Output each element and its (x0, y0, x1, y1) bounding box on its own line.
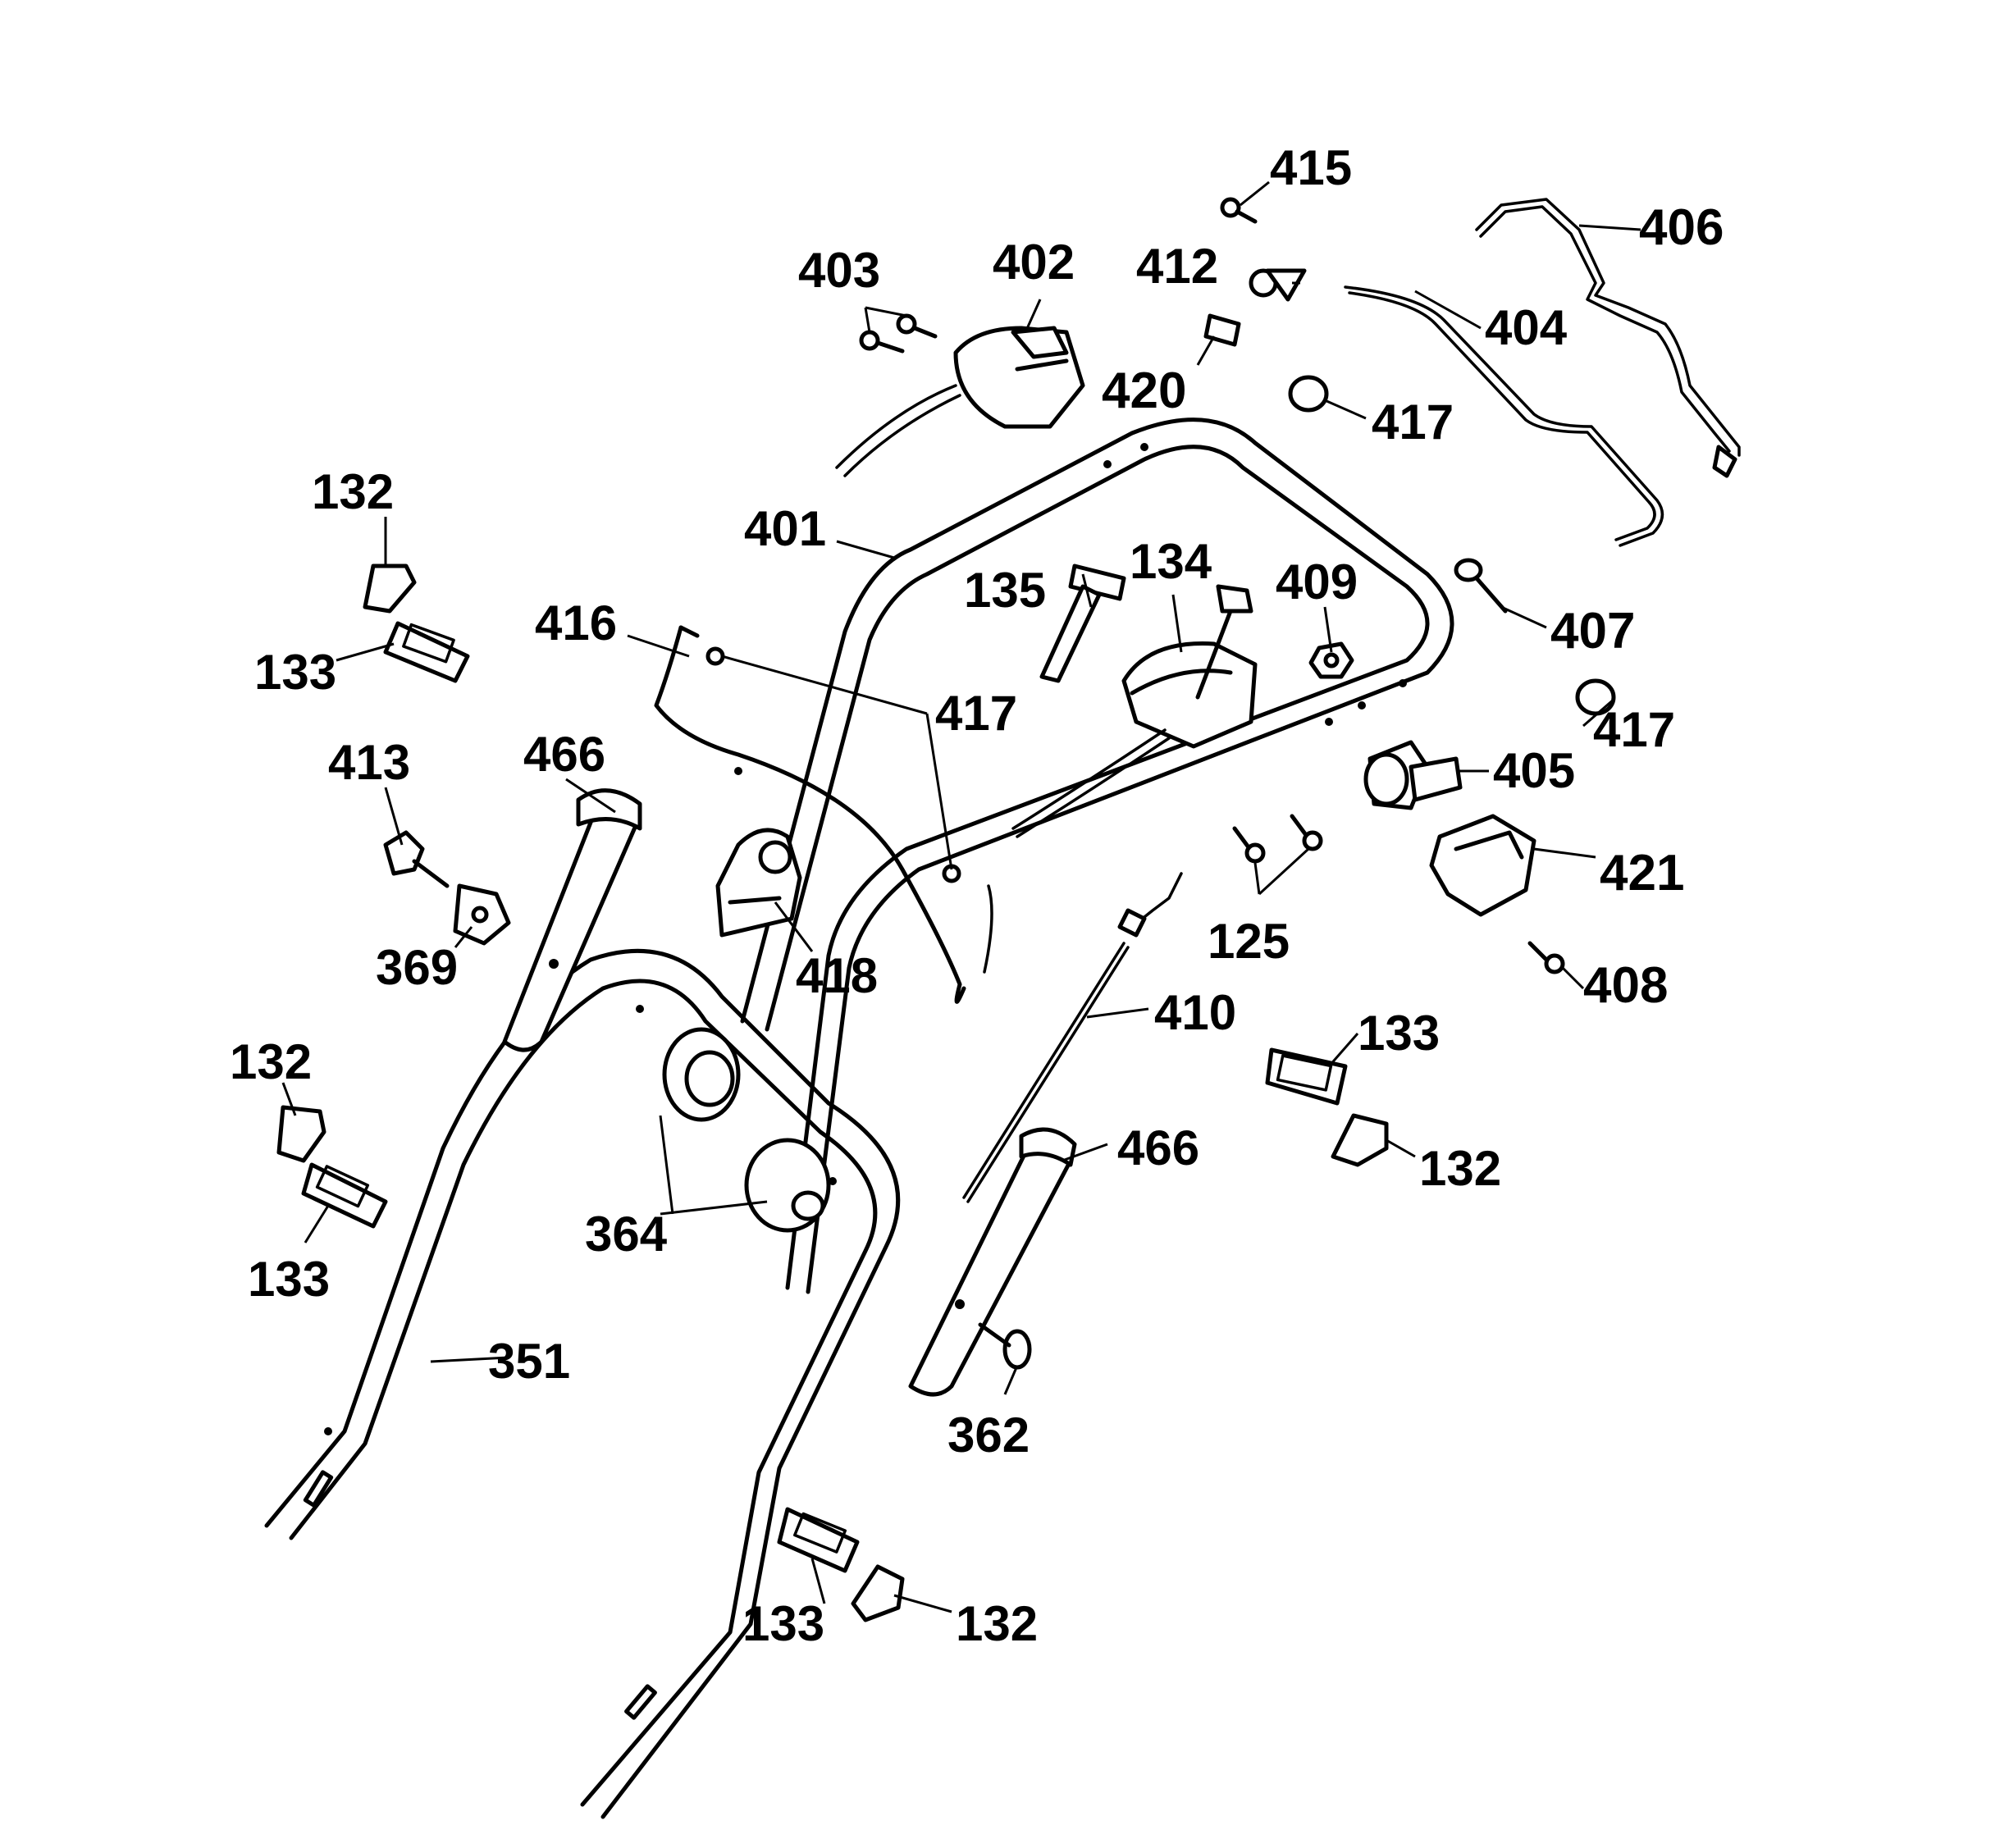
cap-417-top (1288, 375, 1329, 413)
cable-410 (962, 872, 1183, 1203)
label-418: 418 (796, 948, 878, 1003)
label-132-right: 132 (1419, 1141, 1501, 1196)
label-369: 369 (376, 940, 458, 995)
label-417-top: 417 (1372, 395, 1454, 449)
lever-135 (1039, 564, 1126, 683)
rod-406 (1475, 198, 1741, 478)
label-351: 351 (488, 1334, 570, 1389)
label-362: 362 (947, 1408, 1030, 1462)
label-135: 135 (964, 563, 1046, 618)
label-364: 364 (585, 1207, 668, 1262)
label-133-right: 133 (1358, 1006, 1440, 1061)
upper-handle-401 (734, 418, 1454, 1294)
clip-set-mid-left (276, 1105, 388, 1229)
label-409: 409 (1276, 554, 1358, 609)
label-417-mid: 417 (935, 686, 1017, 741)
pin-407 (1454, 558, 1508, 614)
label-132-mid-left: 132 (230, 1034, 312, 1089)
label-416: 416 (535, 595, 617, 650)
nut-409 (1308, 641, 1354, 679)
bracket-421 (1429, 814, 1536, 917)
label-132-bottom: 132 (956, 1596, 1038, 1651)
label-420: 420 (1102, 363, 1186, 419)
label-413: 413 (328, 735, 410, 790)
label-134: 134 (1130, 534, 1212, 589)
label-405: 405 (1493, 743, 1575, 798)
label-402: 402 (993, 235, 1075, 290)
pulley-405 (1363, 740, 1463, 810)
bracket-369 (453, 883, 511, 946)
label-408: 408 (1583, 957, 1668, 1014)
label-404: 404 (1485, 300, 1568, 355)
leader-lines (281, 180, 1641, 1613)
lower-handle-351 (264, 948, 901, 1819)
rod-404 (1344, 285, 1664, 547)
label-417-right: 417 (1593, 702, 1675, 757)
label-125: 125 (1208, 914, 1290, 969)
screws-125 (1232, 814, 1323, 864)
label-133-mid-left: 133 (248, 1252, 330, 1307)
label-466-right: 466 (1117, 1120, 1199, 1175)
screw-408 (1527, 941, 1565, 974)
part-labels: 415 406 402 403 412 404 420 417 132 401 … (230, 140, 1724, 1651)
washer-412 (1249, 268, 1307, 302)
throttle-134 (1011, 584, 1258, 838)
label-415: 415 (1270, 140, 1352, 195)
cable-416 (654, 625, 993, 1004)
label-133-top-left: 133 (254, 645, 336, 700)
control-box-402 (835, 326, 1085, 477)
label-410: 410 (1154, 985, 1236, 1040)
label-401: 401 (744, 501, 826, 556)
label-421: 421 (1600, 845, 1684, 901)
clip-set-bottom (777, 1507, 905, 1622)
label-133-bottom: 133 (742, 1596, 824, 1651)
clip-set-right (1265, 1047, 1389, 1167)
label-412: 412 (1136, 239, 1218, 294)
label-406: 406 (1639, 199, 1724, 256)
label-132-top-left: 132 (312, 464, 394, 519)
tube-466-left (502, 788, 642, 1052)
label-407: 407 (1550, 603, 1635, 659)
clip-set-top-left (363, 564, 470, 683)
knob-362 (978, 1322, 1032, 1370)
cap-417-mid (705, 646, 961, 883)
screw-415 (1220, 197, 1258, 224)
knobs-364 (662, 1027, 831, 1233)
tube-466-right (908, 1127, 1077, 1397)
knob-413 (383, 830, 450, 888)
screws-403 (859, 313, 938, 354)
label-403: 403 (798, 243, 880, 298)
label-466-left: 466 (523, 727, 605, 782)
